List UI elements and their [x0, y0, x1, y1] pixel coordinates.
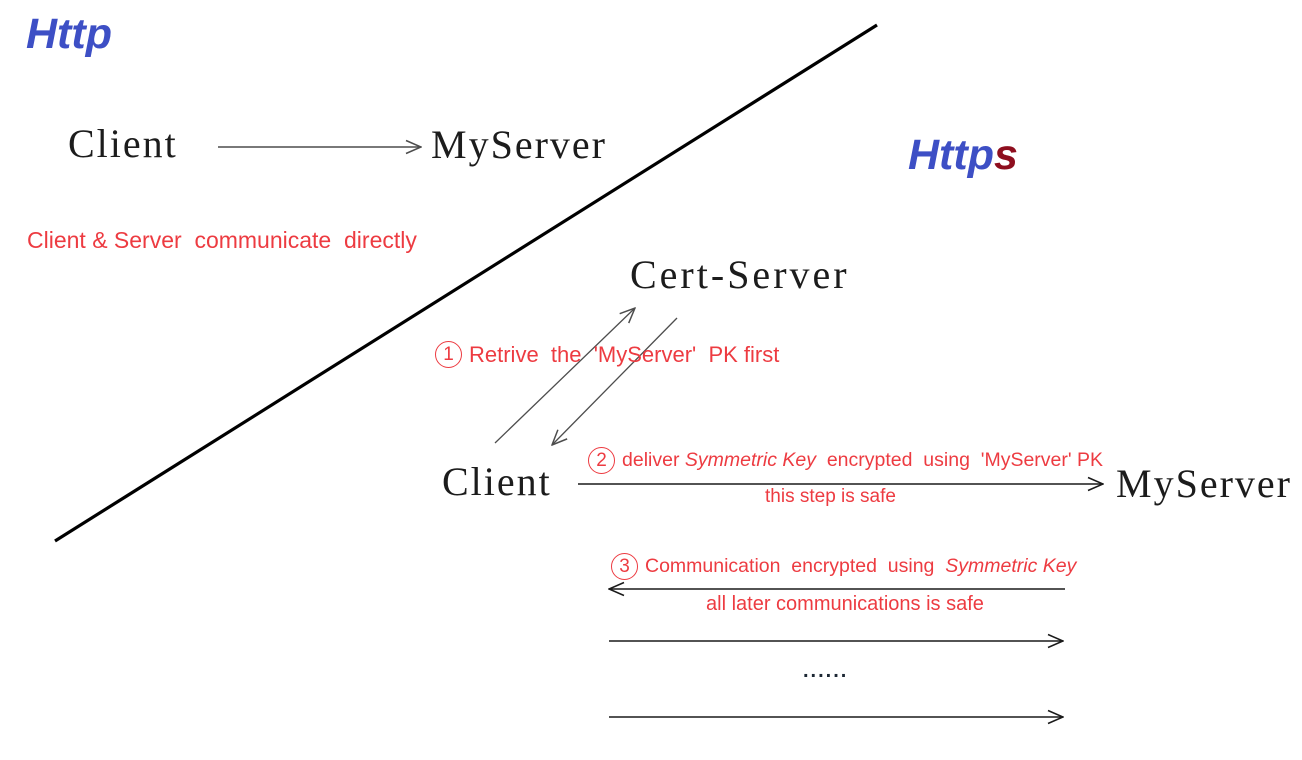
- step2-annotation: 2 deliver Symmetric Key encrypted using …: [588, 447, 1103, 474]
- step3-subtext: all later communications is safe: [706, 593, 984, 615]
- https-myserver-label: MyServer: [1116, 461, 1292, 506]
- http-section-title: Http: [26, 10, 112, 58]
- http-myserver-label: MyServer: [431, 122, 607, 167]
- step2-text: deliver Symmetric Key encrypted using 'M…: [622, 449, 1103, 472]
- step3-text-emphasis: Symmetric Key: [945, 555, 1077, 577]
- step3-annotation: 3 Communication encrypted using Symmetri…: [611, 553, 1076, 580]
- step3-number-badge: 3: [611, 553, 638, 580]
- https-title-http-part: Http: [908, 131, 994, 179]
- step2-text-emphasis: Symmetric Key: [684, 449, 816, 471]
- step1-annotation: 1 Retrive the 'MyServer' PK first: [435, 341, 779, 368]
- step3-text-before: Communication encrypted using: [645, 555, 946, 577]
- step2-subtext: this step is safe: [765, 486, 896, 507]
- step2-text-after: encrypted using 'MyServer' PK: [815, 449, 1104, 471]
- step1-number-badge: 1: [435, 341, 462, 368]
- https-section-title: Https: [908, 131, 1018, 180]
- certserver-to-client-arrow: [552, 317, 678, 445]
- https-title-s-part: s: [993, 131, 1018, 179]
- step1-text: Retrive the 'MyServer' PK first: [469, 341, 780, 367]
- client-to-certserver-arrow: [494, 308, 635, 444]
- step2-text-before: deliver: [622, 449, 685, 471]
- ellipsis-more-communications: ......: [803, 660, 849, 682]
- step3-text: Communication encrypted using Symmetric …: [645, 555, 1076, 578]
- http-client-label: Client: [68, 121, 178, 166]
- https-client-label: Client: [442, 459, 552, 504]
- http-caption: Client & Server communicate directly: [27, 227, 417, 253]
- step2-number-badge: 2: [588, 447, 615, 474]
- cert-server-label: Cert-Server: [630, 252, 850, 297]
